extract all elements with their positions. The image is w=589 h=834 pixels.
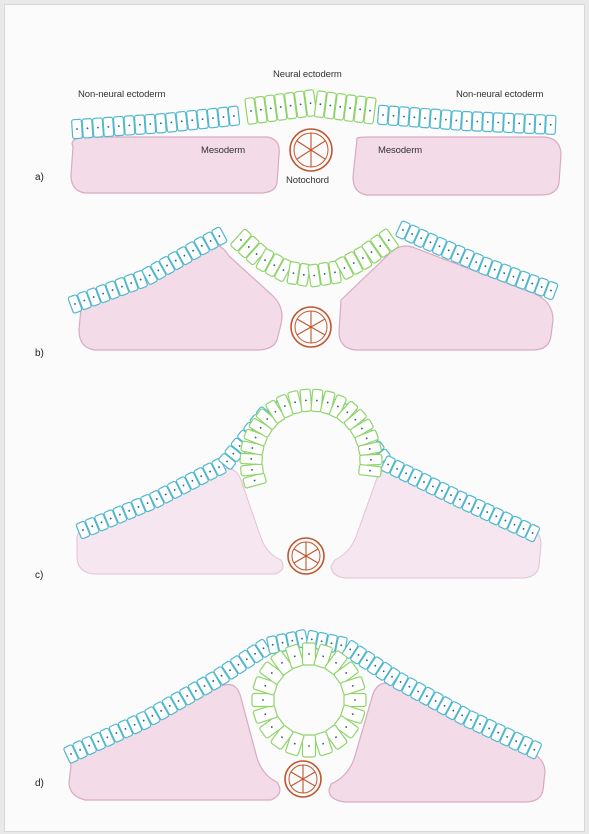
notochord-a xyxy=(290,129,332,171)
non-neural-ectoderm-cell xyxy=(462,111,473,130)
mesoderm-left xyxy=(71,137,279,193)
non-neural-ectoderm-cell xyxy=(398,107,409,127)
non-neural-ectoderm-cell xyxy=(124,116,135,136)
notochord-d xyxy=(285,761,321,797)
panel-label-a: a) xyxy=(35,172,44,183)
non-neural-ectoderm-cell xyxy=(535,115,546,134)
non-neural-ectoderm-cell xyxy=(113,116,124,136)
non-neural-ectoderm-cell xyxy=(93,118,104,138)
non-neural-ectoderm-cell xyxy=(134,115,145,135)
panel-label-d: d) xyxy=(35,778,44,789)
figure-sheet: Neural ectoderm Non-neural ectoderm Non-… xyxy=(4,4,585,832)
non-neural-ectoderm-cell xyxy=(103,117,114,137)
panel-label-b: b) xyxy=(35,348,44,359)
non-neural-ectoderm-cell xyxy=(409,107,420,127)
panel-b: b) xyxy=(5,200,584,370)
non-neural-ectoderm-cell xyxy=(176,111,188,131)
non-neural-ectoderm-cell xyxy=(430,109,441,129)
neural-ectoderm-cell xyxy=(300,389,312,412)
non-neural-ectoderm-cell xyxy=(493,113,504,132)
panel-c: c) xyxy=(5,370,584,590)
non-neural-ectoderm-cell xyxy=(197,109,209,129)
non-neural-ectoderm-cell xyxy=(483,112,494,131)
non-neural-ectoderm-cell xyxy=(514,114,525,133)
non-neural-ectoderm-cell xyxy=(503,113,514,132)
neural-ectoderm-cell xyxy=(240,464,263,477)
non-neural-ectoderm-cell xyxy=(524,114,535,133)
non-neural-ectoderm-cell xyxy=(440,110,451,130)
label-neural-ectoderm: Neural ectoderm xyxy=(273,69,342,80)
neural-ectoderm-cell xyxy=(360,454,382,465)
label-notochord: Notochord xyxy=(286,175,329,186)
non-neural-ectoderm-cell xyxy=(545,115,556,134)
panel-b-drawing xyxy=(5,200,584,370)
panel-d: d) xyxy=(5,590,584,831)
neural-tube-cell xyxy=(303,643,316,665)
panel-d-drawing xyxy=(5,590,584,831)
neural-tube-d xyxy=(252,643,366,757)
neural-tube-cell xyxy=(252,694,274,707)
non-neural-ectoderm-cell xyxy=(82,118,93,138)
non-neural-ectoderm-cell xyxy=(377,105,388,125)
notochord-b xyxy=(291,307,331,347)
non-neural-ectoderm-cell xyxy=(388,106,399,126)
panel-a-drawing xyxy=(5,5,584,200)
label-mesoderm-right: Mesoderm xyxy=(378,145,422,156)
non-neural-ectoderm-cell xyxy=(218,107,230,127)
non-neural-ectoderm-cell xyxy=(419,108,430,128)
mesoderm-right xyxy=(339,246,553,350)
panel-c-drawing xyxy=(5,370,584,590)
non-neural-ectoderm-cell xyxy=(228,106,240,126)
non-neural-ectoderm-cell xyxy=(155,113,166,133)
neural-tube-cell xyxy=(303,735,316,757)
non-neural-ectoderm-cell xyxy=(186,110,198,130)
label-non-neural-ectoderm-left: Non-neural ectoderm xyxy=(78,89,165,100)
non-neural-ectoderm-cell xyxy=(451,111,462,131)
label-non-neural-ectoderm-right: Non-neural ectoderm xyxy=(456,89,543,100)
panel-a: Neural ectoderm Non-neural ectoderm Non-… xyxy=(5,5,584,200)
neural-ectoderm-cell xyxy=(359,464,382,477)
panel-label-c: c) xyxy=(35,570,43,581)
label-mesoderm-left: Mesoderm xyxy=(201,145,245,156)
non-neural-ectoderm-cell xyxy=(145,114,156,134)
non-neural-ectoderm-cell xyxy=(165,112,177,132)
non-neural-ectoderm-cell xyxy=(472,112,483,131)
notochord-c xyxy=(288,538,324,574)
non-neural-ectoderm-cell xyxy=(207,108,219,128)
neural-tube-cell xyxy=(344,694,366,707)
non-neural-ectoderm-cell xyxy=(72,119,83,139)
